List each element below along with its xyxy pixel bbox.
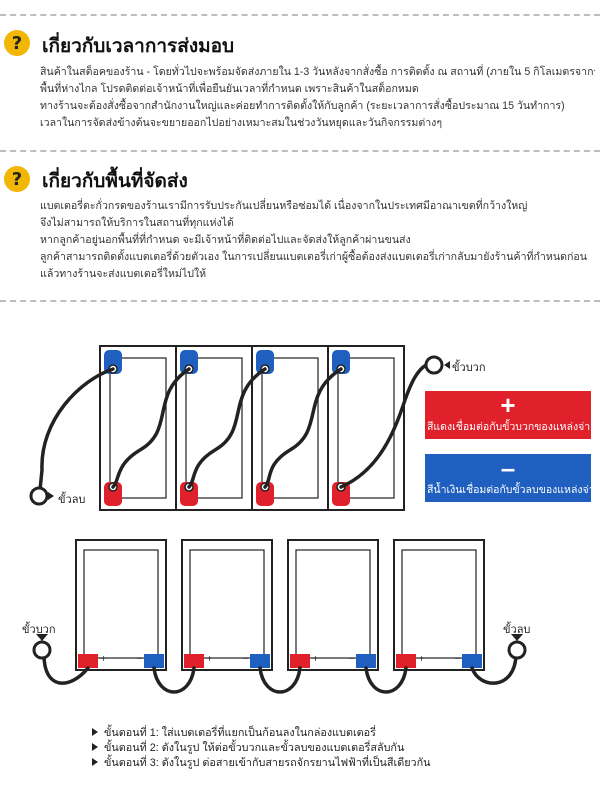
question-icon: ? (4, 30, 30, 56)
battery-bottom-4 (393, 539, 485, 671)
minus-mark: − (136, 654, 143, 663)
section-title-delivery-area: เกี่ยวกับพื้นที่จัดส่ง (42, 170, 188, 192)
plus-mark: + (206, 654, 213, 663)
text-line: ลูกค้าสามารถติดตั้งแบตเตอรี่ด้วยตัวเอง ใ… (40, 251, 587, 263)
label-positive-top: ขั้วบวก (452, 362, 486, 374)
ring-terminal-positive-bottom (32, 640, 52, 660)
label-positive-bottom: ขั้วบวก (22, 624, 56, 636)
battery-bottom-3 (287, 539, 379, 671)
wire-positive-lead-bottom (42, 653, 90, 685)
ring-terminal-positive-top (424, 355, 444, 375)
bullet-triangle-icon (92, 743, 98, 751)
battery-bottom-1 (75, 539, 167, 671)
text-line: หากลูกค้าอยู่นอกพื้นที่ที่กำหนด จะมีเจ้า… (40, 234, 411, 246)
text-line: พื้นที่ห่างไกล โปรดติดต่อเจ้าหน้าที่เพื่… (40, 83, 419, 95)
question-icon: ? (4, 166, 30, 192)
minus-mark: − (454, 654, 461, 663)
wire-negative-lead (38, 367, 115, 492)
top-wires (38, 363, 428, 492)
ring-terminal-negative-bottom (507, 640, 527, 660)
section-title-delivery-time: เกี่ยวกับเวลาการส่งมอบ (42, 35, 235, 57)
wire-link-3 (263, 367, 343, 489)
wire-negative-lead-bottom (470, 653, 518, 685)
arrow-down-icon (511, 634, 523, 641)
text-line: จึงไม่สามารถให้บริการในสถานที่ทุกแห่งได้ (40, 217, 234, 229)
wire-positive-lead (339, 363, 428, 489)
arrow-down-icon (36, 634, 48, 641)
top-battery-row (99, 345, 405, 511)
bottom-battery-row (75, 539, 485, 671)
plus-mark: + (100, 654, 107, 663)
divider-middle (0, 150, 600, 152)
text-line: ทางร้านจะต้องสั่งซื้อจากสำนักงานใหญ่และค… (40, 100, 565, 112)
minus-icon: – (500, 453, 516, 483)
minus-mark: − (348, 654, 355, 663)
text-line: แบตเตอรี่ตะกั่วกรดของร้านเรามีการรับประก… (40, 200, 528, 212)
minus-mark: − (242, 654, 249, 663)
label-negative-top: ขั้วลบ (58, 494, 86, 506)
arrow-left-icon (444, 361, 450, 369)
divider-bottom (0, 300, 600, 302)
wire-link-2 (187, 367, 267, 489)
wire-link-bottom-2 (258, 666, 302, 694)
step-item: ขั้นตอนที่ 1: ใส่แบตเตอรี่ที่แยกเป็นก้อน… (92, 726, 431, 741)
plus-mark: + (418, 654, 425, 663)
bottom-wires (42, 653, 518, 694)
legend-blue-negative: – สีน้ำเงินเชื่อมต่อกับขั้วลบของแหล่งจ่า… (425, 453, 600, 502)
legend-blue-text: สีน้ำเงินเชื่อมต่อกับขั้วลบของแหล่งจ่ายไ… (427, 484, 600, 496)
text-line: เวลาในการจัดส่งข้างต้นจะขยายออกไปอย่างเห… (40, 117, 443, 129)
wire-link-1 (111, 367, 191, 489)
plus-icon: + (500, 390, 516, 420)
legend-red-text: สีแดงเชื่อมต่อกับขั้วบวกของแหล่งจ่ายไฟ (427, 421, 600, 433)
divider-top (0, 14, 600, 16)
terminal-polarity-marks: + − + − + − + − (100, 654, 461, 663)
plus-mark: + (312, 654, 319, 663)
bullet-triangle-icon (92, 728, 98, 736)
text-line: สินค้าในสต็อคของร้าน - โดยทั่วไปจะพร้อมจ… (40, 66, 595, 78)
wire-link-bottom-3 (364, 666, 408, 694)
arrow-right-icon (48, 492, 54, 500)
battery-bottom-2 (181, 539, 273, 671)
text-line: แล้วทางร้านจะส่งแบตเตอรี่ใหม่ไปให้ (40, 268, 207, 280)
installation-steps: ขั้นตอนที่ 1: ใส่แบตเตอรี่ที่แยกเป็นก้อน… (92, 726, 431, 771)
section-text-delivery-area: แบตเตอรี่ตะกั่วกรดของร้านเรามีการรับประก… (40, 198, 595, 283)
label-negative-bottom: ขั้วลบ (503, 624, 531, 636)
step-item: ขั้นตอนที่ 3: ดังในรูป ต่อสายเข้ากับสายร… (92, 756, 431, 771)
wire-link-bottom-1 (152, 666, 196, 694)
step-text: ขั้นตอนที่ 3: ดังในรูป ต่อสายเข้ากับสายร… (104, 757, 431, 769)
bottom-terminals (78, 654, 482, 668)
step-text: ขั้นตอนที่ 2: ดังในรูป ให้ต่อขั้วบวกและข… (104, 742, 405, 754)
ring-terminal-negative-top (29, 486, 49, 506)
step-text: ขั้นตอนที่ 1: ใส่แบตเตอรี่ที่แยกเป็นก้อน… (104, 727, 376, 739)
step-item: ขั้นตอนที่ 2: ดังในรูป ให้ต่อขั้วบวกและข… (92, 741, 431, 756)
battery-wiring-diagram: + − + − + − + − (29, 345, 527, 694)
bullet-triangle-icon (92, 758, 98, 766)
legend-red-positive: + สีแดงเชื่อมต่อกับขั้วบวกของแหล่งจ่ายไฟ (425, 390, 600, 439)
terminal-positive (104, 482, 122, 506)
section-text-delivery-time: สินค้าในสต็อคของร้าน - โดยทั่วไปจะพร้อมจ… (40, 64, 595, 132)
